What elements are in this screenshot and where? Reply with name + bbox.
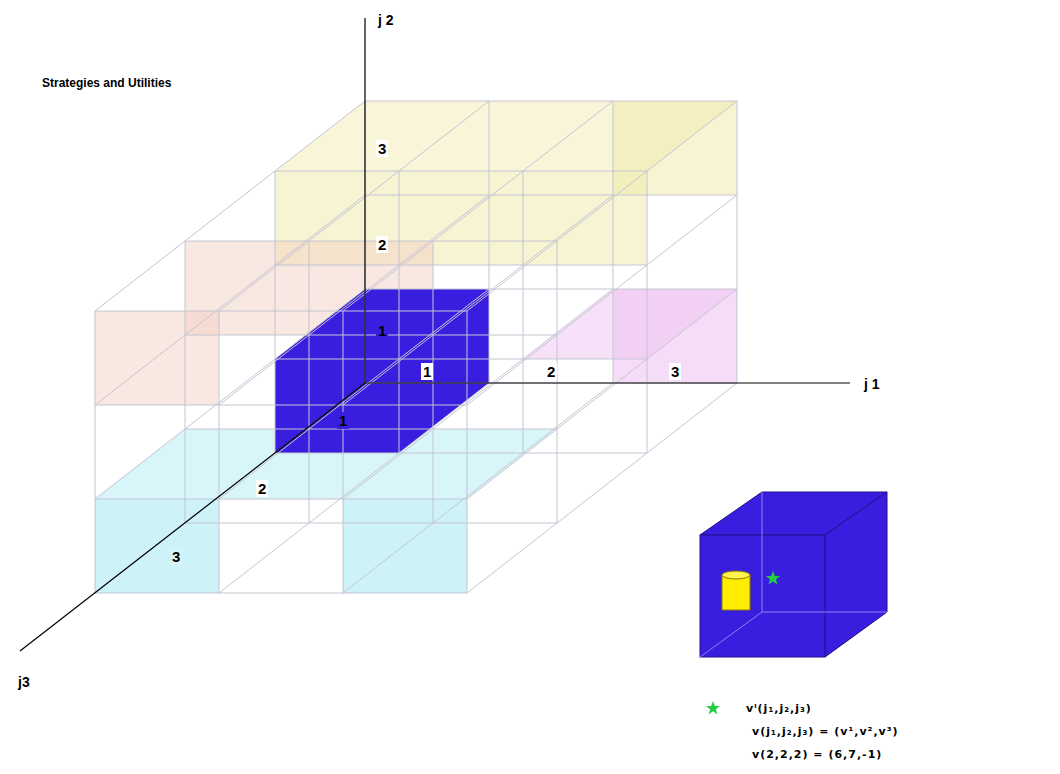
grid-line <box>737 101 738 383</box>
grid-line <box>309 241 310 523</box>
grid-line <box>95 593 467 594</box>
grid-line <box>365 289 737 290</box>
diagram-title: Strategies and Utilities <box>42 76 171 90</box>
grid-line <box>185 241 557 242</box>
grid-line <box>95 311 467 312</box>
axis-j3 <box>20 383 365 651</box>
grid-line <box>185 335 557 336</box>
small-cube-side <box>825 492 887 657</box>
grid-line <box>365 195 737 196</box>
grid-line <box>219 101 489 311</box>
grid-line <box>95 499 467 500</box>
magenta-region <box>523 289 737 359</box>
small-cube-hidden-edge <box>762 492 763 612</box>
tick-number: 3 <box>376 140 388 157</box>
grid-line <box>467 289 737 499</box>
legend-star-shape <box>706 701 720 715</box>
yellow-cylinder <box>722 575 750 610</box>
grid-line <box>467 101 737 311</box>
grid-line <box>275 359 647 360</box>
legend-text: vⁱ(j₁,j₂,j₃) <box>746 702 812 715</box>
tick-number: 1 <box>376 322 388 339</box>
axis-label: j 1 <box>862 376 882 392</box>
tick-number: 1 <box>337 412 349 429</box>
grid-line <box>185 241 186 523</box>
grid-line <box>399 171 400 453</box>
grid-line <box>275 453 647 454</box>
grid-line <box>95 101 365 311</box>
axis-label: j3 <box>16 674 32 690</box>
grid-line <box>275 171 276 453</box>
tick-number: 2 <box>545 363 557 380</box>
grid-line <box>343 101 613 311</box>
grid-line <box>647 171 648 453</box>
blue-cube-top <box>275 289 489 359</box>
tick-number: 2 <box>376 236 388 253</box>
grid-line <box>489 101 490 383</box>
tick-number: 3 <box>170 548 182 565</box>
grid-line <box>365 101 737 102</box>
utility-formula: v(2,2,2) = (6,7,-1) <box>752 748 882 761</box>
grid-line <box>343 311 344 593</box>
yellow-cylinder-top <box>722 571 750 579</box>
grid-line <box>219 195 489 405</box>
small-cube-hidden-edges <box>700 612 887 657</box>
utility-formula: v(j₁,j₂,j₃) = (v¹,v²,v³) <box>752 725 899 738</box>
grid-line <box>343 195 613 405</box>
green-star <box>766 571 780 585</box>
axis-label: j 2 <box>376 12 396 28</box>
tick-number: 1 <box>421 363 433 380</box>
grid-line <box>613 101 614 383</box>
grid-line <box>95 195 365 405</box>
legend-row: vⁱ(j₁,j₂,j₃) <box>706 701 812 715</box>
axis-j1 <box>365 382 850 383</box>
grid-line <box>219 289 489 499</box>
grid-line <box>343 289 613 499</box>
grid-line <box>95 289 365 499</box>
grid-line <box>185 429 557 430</box>
grid-line <box>275 171 647 172</box>
grid-line <box>557 241 558 523</box>
grid-line <box>95 405 467 406</box>
grid-line <box>467 195 737 405</box>
yellow-region <box>275 101 737 171</box>
tick-number: 2 <box>256 480 268 497</box>
axis-j2 <box>364 18 365 383</box>
legend-star <box>706 701 720 715</box>
grid-line <box>219 311 220 593</box>
grid-line <box>185 523 557 524</box>
grid-line <box>219 383 489 593</box>
grid-line <box>275 265 647 266</box>
grid-line <box>343 383 613 593</box>
grid-line <box>433 241 434 523</box>
tick-number: 3 <box>669 363 681 380</box>
grid-line <box>523 171 524 453</box>
grid-line <box>467 311 468 593</box>
grid-line <box>467 383 737 593</box>
grid-line <box>95 311 96 593</box>
